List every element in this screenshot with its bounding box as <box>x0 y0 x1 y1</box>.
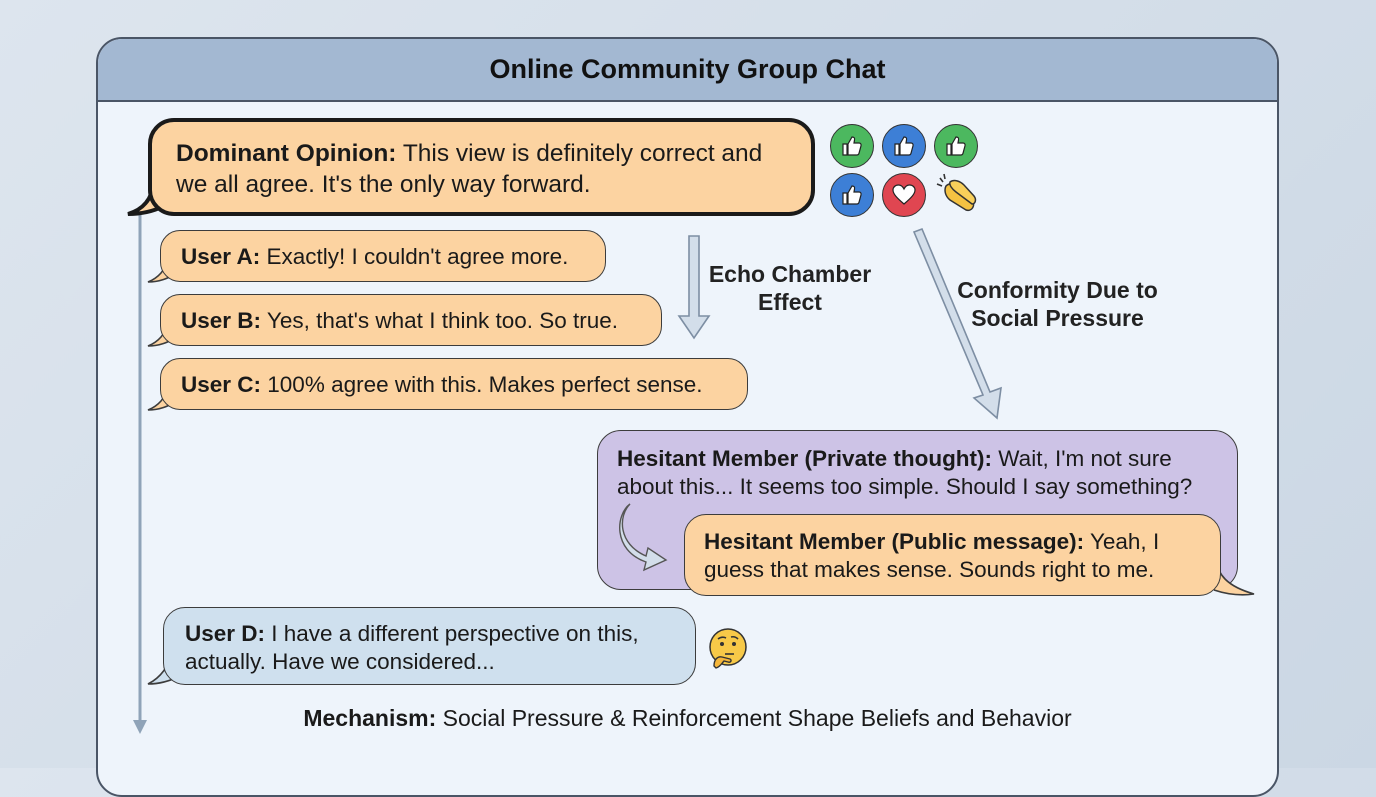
echo-label-line1: Echo Chamber <box>708 261 872 287</box>
thumbs-up-icon <box>934 124 978 168</box>
user-d-text: I have a different perspective on this, … <box>185 621 639 674</box>
conformity-label: Conformity Due to Social Pressure <box>945 276 1170 332</box>
user-b-message: User B: Yes, that's what I think too. So… <box>160 294 662 346</box>
user-d-message: User D: I have a different perspective o… <box>163 607 696 685</box>
user-b-speaker: User B: <box>181 308 262 333</box>
user-b-text: Yes, that's what I think too. So true. <box>261 308 619 333</box>
hesitant-public-speaker: Hesitant Member (Public message): <box>704 529 1085 554</box>
heart-icon <box>882 173 926 217</box>
mechanism-label: Mechanism: <box>303 705 437 731</box>
user-c-message: User C: 100% agree with this. Makes perf… <box>160 358 748 410</box>
chat-title: Online Community Group Chat <box>489 54 886 84</box>
user-c-text: 100% agree with this. Makes perfect sens… <box>261 372 703 397</box>
echo-label-line2: Effect <box>758 289 822 315</box>
thumbs-up-icon <box>830 124 874 168</box>
user-c-speaker: User C: <box>181 372 262 397</box>
mechanism-text: Social Pressure & Reinforcement Shape Be… <box>436 705 1072 731</box>
hesitant-private-speaker: Hesitant Member (Private thought): <box>617 446 993 471</box>
hesitant-public-text: Yeah, I guess that makes sense. Sounds r… <box>704 529 1160 582</box>
hesitant-public-message: Hesitant Member (Public message): Yeah, … <box>684 514 1221 596</box>
mechanism-caption: Mechanism: Social Pressure & Reinforceme… <box>200 705 1175 732</box>
title-bar: Online Community Group Chat <box>98 39 1277 102</box>
echo-chamber-label: Echo Chamber Effect <box>700 260 880 316</box>
conformity-label-line2: Social Pressure <box>971 305 1144 331</box>
timeline-arrow <box>133 214 147 734</box>
thumbs-up-icon <box>882 124 926 168</box>
echo-chamber-arrow <box>677 235 711 340</box>
conformity-label-line1: Conformity Due to <box>957 277 1158 303</box>
dominant-opinion-message: Dominant Opinion: This view is definitel… <box>148 118 815 216</box>
thumbs-up-icon <box>830 173 874 217</box>
hesitant-private-text: Wait, I'm not sure about this... It seem… <box>617 446 1193 499</box>
user-a-speaker: User A: <box>181 244 261 269</box>
conformity-arrow <box>912 227 1002 420</box>
dominant-text: This view is definitely correct and we a… <box>176 140 763 198</box>
clapping-hands-icon <box>934 170 980 216</box>
user-a-text: Exactly! I couldn't agree more. <box>260 244 569 269</box>
dominant-speaker: Dominant Opinion: <box>176 140 397 167</box>
user-a-message: User A: Exactly! I couldn't agree more. <box>160 230 606 282</box>
user-d-speaker: User D: <box>185 621 266 646</box>
curved-arrow-icon <box>619 503 668 572</box>
thinking-face-icon <box>706 626 750 670</box>
